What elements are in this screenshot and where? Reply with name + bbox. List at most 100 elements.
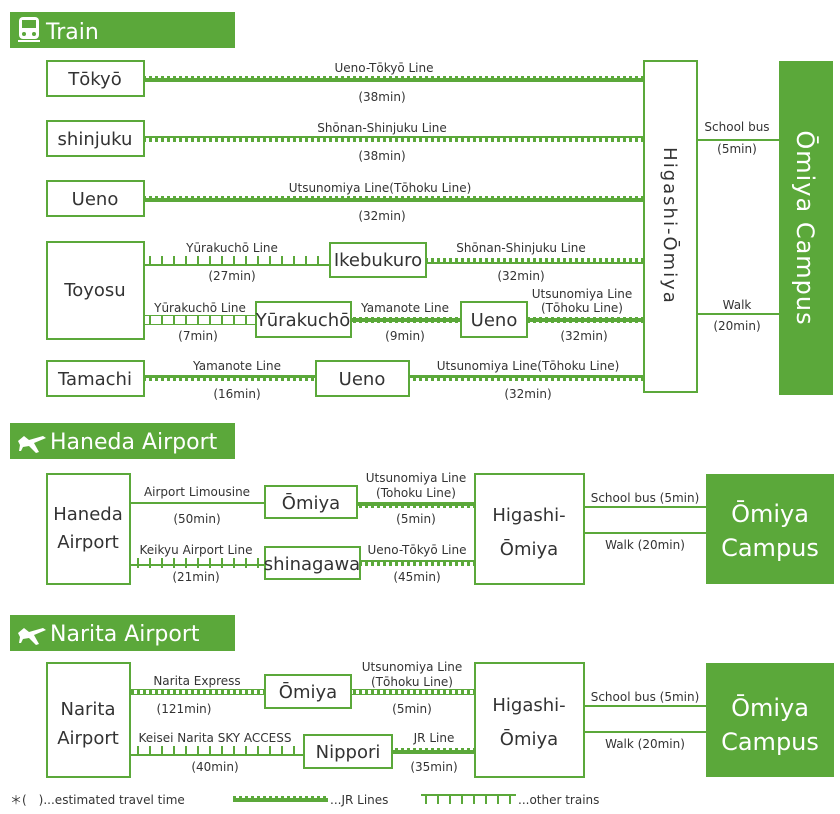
station-box-narita [46, 662, 131, 778]
jr-line-shinjuku [144, 136, 644, 142]
station-omiya-n: Ōmiya [279, 681, 337, 703]
label-time-9: (9min) [385, 329, 425, 343]
station-ikebukuro: Ikebukuro [334, 250, 422, 271]
label-school-bus: School bus [704, 120, 769, 134]
label-keikyu-airport-line: Keikyu Airport Line [140, 543, 253, 557]
haneda-section-title: Haneda Airport [50, 430, 218, 455]
school-bus-line [697, 139, 779, 141]
label-time-38a: (38min) [358, 90, 405, 104]
haneda-section-header: Haneda Airport [10, 423, 235, 459]
station-tokyo: Tōkyō [67, 69, 121, 90]
label-time-35: (35min) [410, 760, 457, 774]
jr-line-tokyo [144, 76, 644, 82]
label-utsunomiya-line-1: Utsunomiya Line(Tōhoku Line) [289, 181, 472, 195]
station-ueno: Ueno [72, 189, 119, 210]
station-box-haneda [46, 473, 131, 585]
station-box-higashi-omiya [643, 60, 698, 393]
walk-line [697, 313, 779, 315]
label-time-32d: (32min) [504, 387, 551, 401]
campus-haneda-1: Ōmiya [731, 499, 809, 528]
train-lines [144, 76, 779, 381]
station-narita-1: Narita [61, 699, 116, 720]
label-time-45: (45min) [393, 570, 440, 584]
station-haneda-2: Airport [57, 532, 119, 553]
campus-box-train [779, 61, 833, 395]
station-box-higashi-omiya-n [474, 662, 585, 778]
label-walk-h: Walk (20min) [605, 538, 685, 552]
station-box-ueno [46, 180, 145, 217]
campus-narita-2: Campus [721, 728, 819, 756]
jr-line-ikebukuro [426, 258, 644, 264]
station-ueno-2: Ueno [471, 310, 518, 331]
label-walk: Walk [723, 298, 752, 312]
label-utsunomiya-line-2b: (Tōhoku Line) [541, 301, 623, 315]
label-yurakucho-line-2: Yūrakuchō Line [153, 301, 246, 315]
station-haneda-1: Haneda [53, 504, 123, 525]
station-shinjuku: shinjuku [58, 129, 133, 150]
station-box-nippori [303, 734, 393, 769]
station-box-ikebukuro [329, 242, 427, 278]
omiya-campus-train: Ōmiya Campus [791, 130, 820, 325]
station-nippori: Nippori [316, 742, 381, 763]
station-box-tokyo [46, 60, 145, 97]
label-yamanote-line-2: Yamanote Line [192, 359, 281, 373]
legend-jr-swatch [233, 796, 328, 802]
legend: ＊( )...estimated travel time ...JR Lines… [10, 793, 599, 807]
jr-line-utsunomiya-3 [409, 375, 644, 381]
station-toyosu: Toyosu [63, 280, 125, 301]
label-utsunomiya-h-a: Utsunomiya Line [366, 471, 467, 485]
narita-section-header: Narita Airport [10, 615, 235, 651]
label-utsunomiya-n-a: Utsunomiya Line [362, 660, 463, 674]
station-ueno-3: Ueno [339, 369, 386, 390]
label-utsunomiya-n-b: (Tōhoku Line) [371, 675, 453, 689]
label-time-27: (27min) [208, 269, 255, 283]
label-time-38b: (38min) [358, 149, 405, 163]
label-jr-line: JR Line [413, 731, 455, 745]
train-icon [18, 17, 40, 42]
legend-other-trains: ...other trains [518, 793, 599, 807]
label-utsunomiya-h-b: (Tohoku Line) [376, 486, 456, 500]
label-shonan-shinjuku-line-2: Shōnan-Shinjuku Line [456, 241, 586, 255]
label-time-5c: (5min) [392, 702, 432, 716]
station-box-shinjuku [46, 120, 145, 157]
train-section-header: Train [10, 12, 235, 48]
label-school-bus-h: School bus (5min) [591, 491, 700, 505]
station-higashi-n2: Ōmiya [500, 728, 558, 750]
campus-box-narita [706, 663, 834, 777]
narita-lines [130, 689, 706, 756]
station-higashi-omiya: Higashi-Ōmiya [659, 147, 681, 305]
label-utsunomiya-line-3: Utsunomiya Line(Tōhoku Line) [437, 359, 620, 373]
label-time-32a: (32min) [358, 209, 405, 223]
station-box-shinagawa [264, 546, 361, 580]
campus-haneda-2: Campus [721, 534, 819, 562]
label-time-40: (40min) [191, 760, 238, 774]
legend-jr-lines: ...JR Lines [330, 793, 388, 807]
haneda-lines [130, 502, 706, 568]
station-box-omiya-h [264, 485, 358, 519]
campus-narita-1: Ōmiya [731, 693, 809, 722]
station-box-tamachi [46, 360, 145, 397]
station-higashi-h1: Higashi- [492, 505, 565, 526]
jr-line-yamanote-2 [144, 375, 316, 381]
airplane-icon [18, 628, 46, 645]
legend-other-swatch [421, 794, 516, 804]
label-time-20a: (20min) [713, 319, 760, 333]
label-time-5b: (5min) [396, 512, 436, 526]
narita-section-title: Narita Airport [50, 622, 200, 647]
station-tamachi: Tamachi [57, 369, 132, 390]
station-shinagawa: shinagawa [264, 554, 360, 575]
label-yamanote-line-1: Yamanote Line [360, 301, 449, 315]
label-time-7: (7min) [178, 329, 218, 343]
label-yurakucho-line-1: Yūrakuchō Line [185, 241, 278, 255]
label-school-bus-n: School bus (5min) [591, 690, 700, 704]
station-narita-2: Airport [57, 728, 119, 749]
label-utsunomiya-line-2a: Utsunomiya Line [532, 287, 633, 301]
label-time-5a: (5min) [717, 142, 757, 156]
jr-line-utsunomiya-2 [527, 317, 644, 323]
station-box-ueno-2 [460, 301, 528, 338]
station-omiya-h: Ōmiya [282, 492, 340, 514]
label-ueno-tokyo-line: Ueno-Tōkyō Line [334, 61, 433, 75]
label-time-21: (21min) [172, 570, 219, 584]
station-higashi-n1: Higashi- [492, 695, 565, 716]
